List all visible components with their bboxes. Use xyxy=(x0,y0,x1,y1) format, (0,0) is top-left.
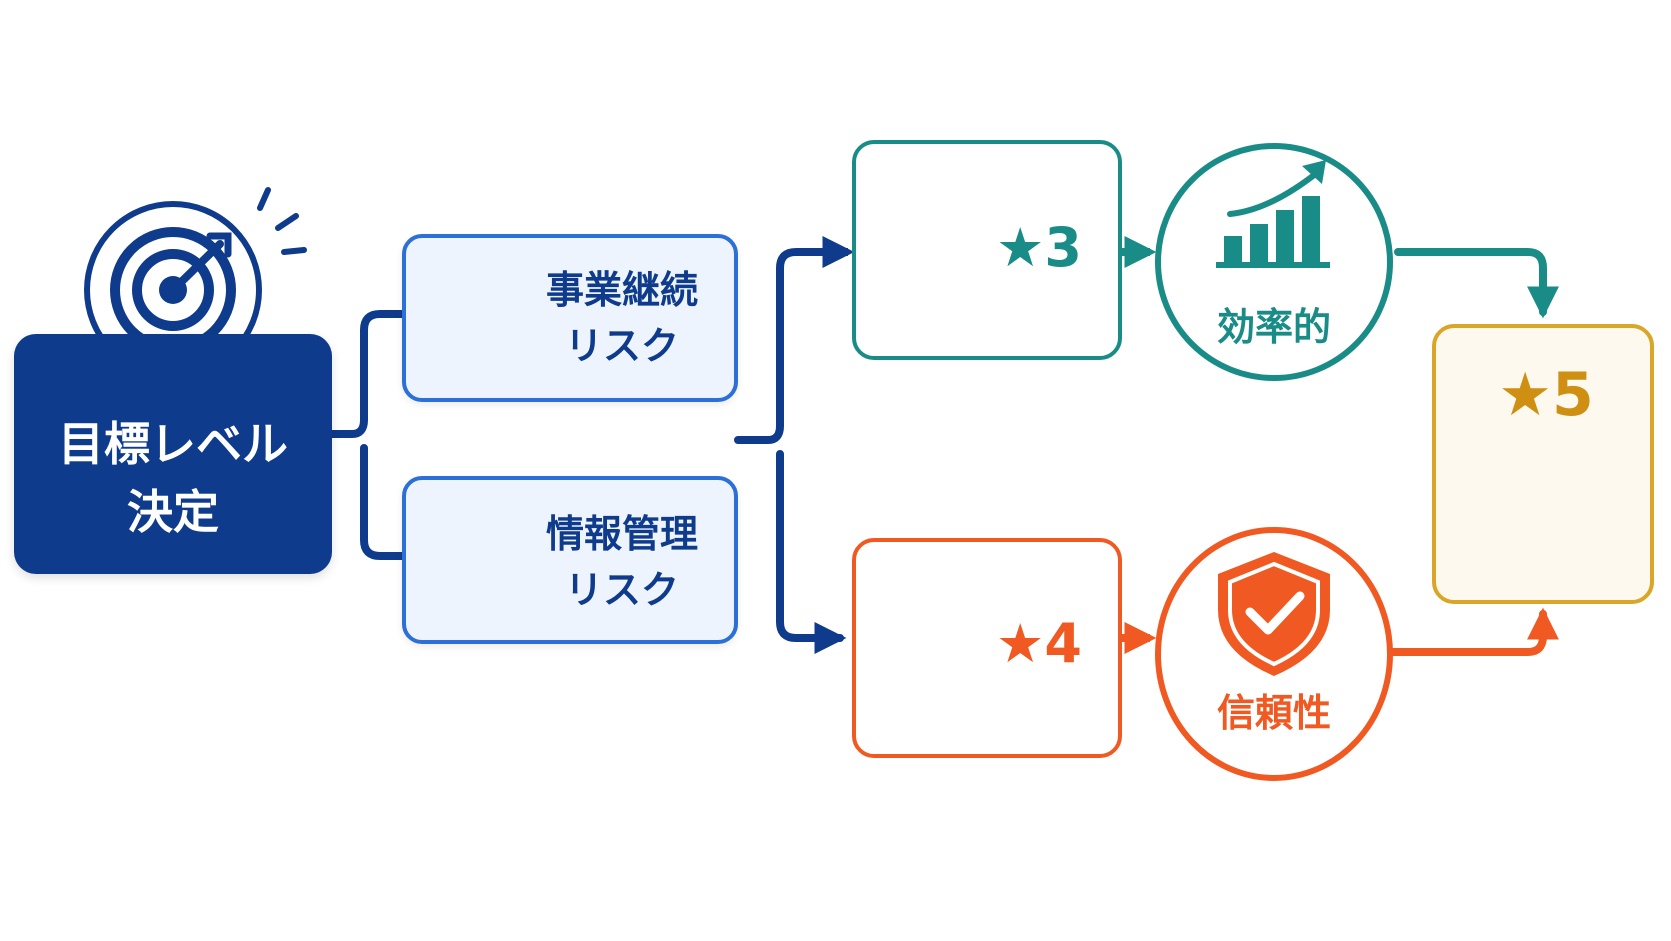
goal-box xyxy=(14,334,332,574)
shield-check-icon xyxy=(1218,552,1330,676)
outcome-label-reliability: 信頼性 xyxy=(1216,691,1331,735)
level-box-3 xyxy=(852,140,1122,360)
merge-branch-connector xyxy=(734,248,840,638)
goal-branch-connector xyxy=(328,310,406,560)
risk-label-line1: 情報管理 xyxy=(545,512,698,556)
risk-label-business-continuity: 事業継続 リスク xyxy=(522,262,722,374)
arrow-reliability-to-top xyxy=(1388,607,1559,656)
goal-label-line2: 決定 xyxy=(127,485,219,539)
risk-label-line2: リスク xyxy=(564,568,679,612)
final-level-box xyxy=(1432,324,1654,604)
risk-label-line2: リスク xyxy=(564,324,679,368)
risk-label-information-management: 情報管理 リスク xyxy=(522,506,722,618)
growth-chart-icon xyxy=(1216,160,1330,268)
goal-label: 目標レベル 決定 xyxy=(14,410,332,546)
risk-label-line1: 事業継続 xyxy=(545,268,698,312)
final-level-label: ★5 xyxy=(1498,360,1594,430)
level-label-3: ★3 xyxy=(996,216,1082,279)
goal-label-line1: 目標レベル xyxy=(58,417,288,471)
arrow-efficient-to-top xyxy=(1394,248,1559,319)
target-icon xyxy=(84,187,307,379)
level-box-4 xyxy=(852,538,1122,758)
outcome-label-efficient: 効率的 xyxy=(1216,305,1331,349)
risk-box-information-management xyxy=(402,476,738,644)
level-label-4: ★4 xyxy=(996,612,1082,675)
risk-box-business-continuity xyxy=(402,234,738,402)
